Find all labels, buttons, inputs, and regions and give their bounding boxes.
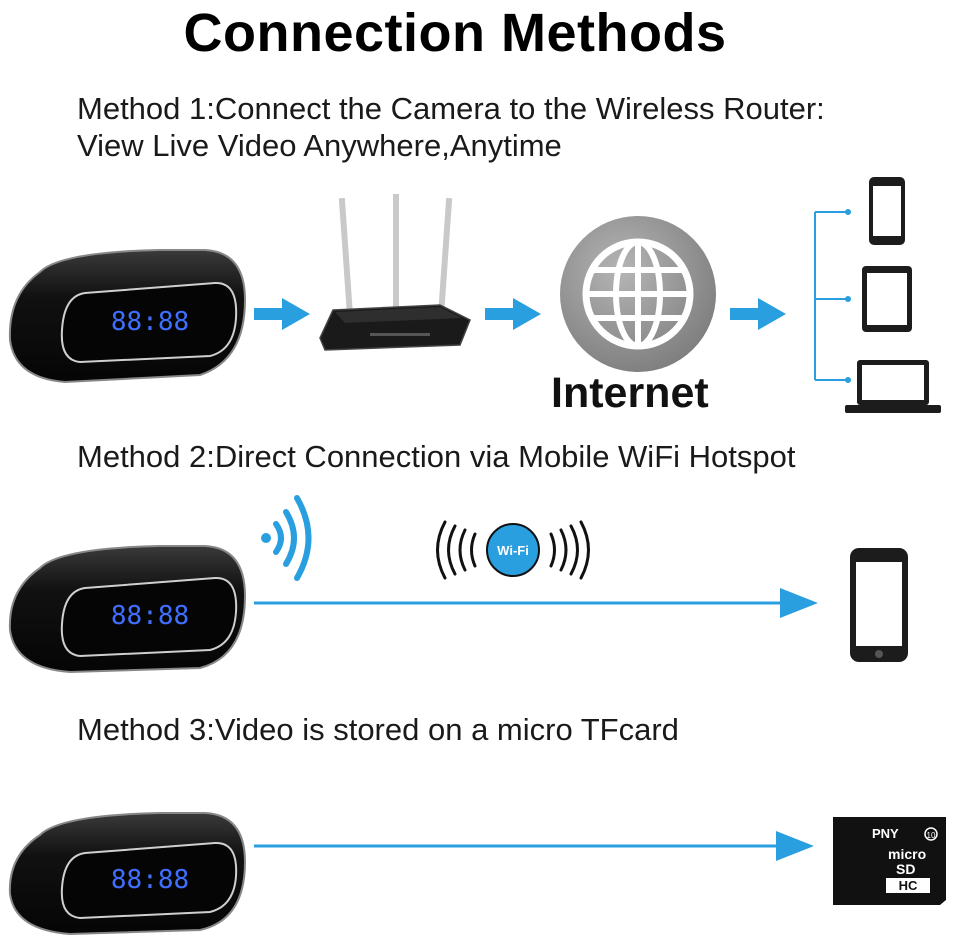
- method-3-text: Method 3:Video is stored on a micro TFca…: [77, 712, 679, 747]
- micro-sd-card-icon: PNY 10 micro SD HC: [833, 817, 946, 905]
- wifi-badge-label: Wi-Fi: [497, 543, 529, 558]
- router-icon: [319, 194, 471, 351]
- arrow-camera-to-phone: [254, 588, 818, 618]
- sd-card-brand: PNY: [872, 826, 899, 841]
- smartphone-icon-2: [850, 548, 908, 662]
- clock-camera-3: 88:88: [8, 812, 247, 936]
- method-1-line-1: Method 1:Connect the Camera to the Wirel…: [77, 91, 825, 126]
- tablet-icon: [862, 266, 912, 332]
- device-branch-lines: [814, 211, 846, 381]
- sd-card-hc: HC: [899, 878, 918, 893]
- internet-label: Internet: [551, 369, 709, 417]
- smartphone-icon: [869, 177, 905, 245]
- arrow-router-to-internet: [485, 298, 541, 330]
- arrow-camera-to-router: [254, 298, 310, 330]
- arrow-internet-to-devices: [730, 298, 786, 330]
- laptop-icon: [845, 360, 941, 413]
- method-1-text: Method 1:Connect the Camera to the Wirel…: [77, 90, 825, 164]
- arrow-camera-to-sdcard: [254, 831, 814, 861]
- sd-card-sd: SD: [896, 861, 915, 877]
- clock-digits-2: 88:88: [111, 601, 189, 631]
- signal-waves-icon: [261, 495, 312, 581]
- sd-card-micro: micro: [888, 846, 926, 862]
- sd-card-class: 10: [927, 831, 936, 840]
- globe-icon: [560, 216, 716, 372]
- page-title: Connection Methods: [183, 3, 727, 63]
- clock-camera-2: 88:88: [8, 545, 247, 674]
- clock-camera-1: 88:88: [8, 249, 247, 384]
- wifi-badge-icon: Wi-Fi: [436, 520, 590, 580]
- method-1-line-2: View Live Video Anywhere,Anytime: [77, 128, 562, 163]
- clock-digits-1: 88:88: [111, 307, 189, 337]
- clock-digits-3: 88:88: [111, 865, 189, 895]
- method-2-text: Method 2:Direct Connection via Mobile Wi…: [77, 439, 796, 474]
